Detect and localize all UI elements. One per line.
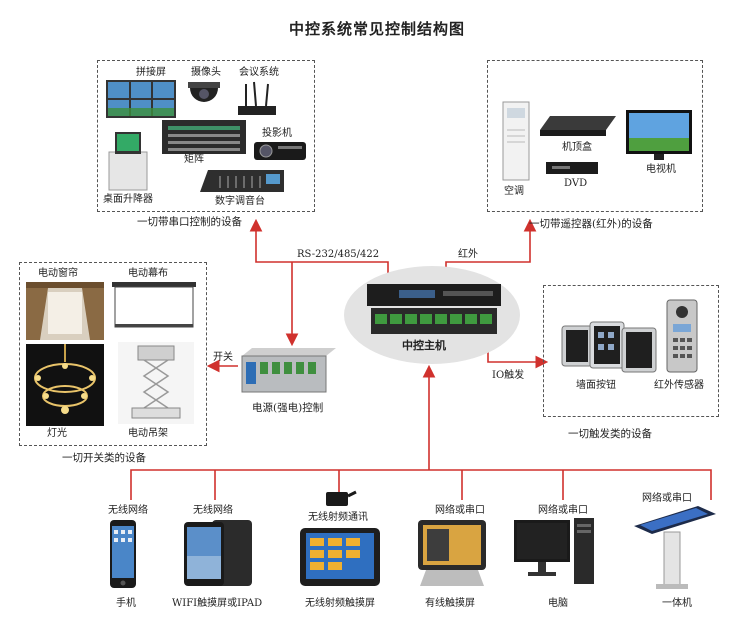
tv-image xyxy=(626,110,692,160)
air-conditioner-image xyxy=(502,101,530,181)
ir-link-label: 红外 xyxy=(458,249,478,260)
label-air-conditioner: 空调 xyxy=(504,186,524,197)
kiosk-image[interactable] xyxy=(634,506,716,590)
wall-button-image xyxy=(561,321,657,373)
label-digital-mixer: 数字调音台 xyxy=(215,196,265,207)
projector-image xyxy=(254,142,306,160)
terminal-6-link: 网络或串口 xyxy=(642,493,692,504)
power-controller-image xyxy=(241,348,336,393)
terminal-5-label: 电脑 xyxy=(548,598,568,609)
ir-group-caption: 一切带遥控器(红外)的设备 xyxy=(529,218,653,230)
video-wall-image xyxy=(106,80,176,118)
electric-screen-image xyxy=(112,282,196,328)
tablet-image[interactable] xyxy=(184,520,254,588)
label-electric-curtain: 电动窗帘 xyxy=(38,268,78,279)
terminal-1-label: 手机 xyxy=(116,598,136,609)
trigger-group-caption: 一切触发类的设备 xyxy=(568,428,652,440)
label-desk-lifter: 桌面升降器 xyxy=(103,194,153,205)
switch-link-label: 开关 xyxy=(213,352,233,363)
rf-receiver-image xyxy=(326,490,357,506)
ir-devices-box xyxy=(487,60,703,212)
terminal-5-link: 网络或串口 xyxy=(538,505,588,516)
label-projector: 投影机 xyxy=(262,128,292,139)
set-top-box-image xyxy=(540,116,616,136)
label-tv: 电视机 xyxy=(646,164,676,175)
label-camera: 摄像头 xyxy=(191,67,221,78)
io-link-label: IO触发 xyxy=(492,370,525,381)
desktop-computer-image[interactable] xyxy=(514,518,596,588)
serial-group-caption: 一切带串口控制的设备 xyxy=(137,216,242,228)
matrix-image xyxy=(162,120,246,154)
trigger-devices-box xyxy=(543,285,719,417)
label-set-top-box: 机顶盒 xyxy=(562,142,592,153)
terminal-2-label: WIFI触摸屏或IPAD xyxy=(172,598,263,609)
phone-image[interactable] xyxy=(110,520,136,588)
conference-system-image xyxy=(238,81,276,115)
label-wall-button: 墙面按钮 xyxy=(576,380,616,391)
label-conference-system: 会议系统 xyxy=(239,67,279,78)
label-matrix: 矩阵 xyxy=(184,154,204,165)
wired-touch-screen-image[interactable] xyxy=(416,520,488,588)
label-video-wall: 拼接屏 xyxy=(136,67,166,78)
rf-touch-screen-image[interactable] xyxy=(300,528,380,586)
diagram-title: 中控系统常见控制结构图 xyxy=(288,20,465,38)
terminal-4-label: 有线触摸屏 xyxy=(425,598,475,609)
terminal-1-link: 无线网络 xyxy=(108,505,148,516)
label-dvd: DVD xyxy=(564,178,588,189)
serial-devices-box xyxy=(97,60,315,212)
label-electric-screen: 电动幕布 xyxy=(128,268,168,279)
power-control-label: 电源(强电)控制 xyxy=(252,402,324,414)
terminal-6-label: 一体机 xyxy=(662,598,692,609)
terminal-3-link: 无线射频通讯 xyxy=(308,512,368,523)
terminal-2-link: 无线网络 xyxy=(193,505,233,516)
controller-label: 中控主机 xyxy=(402,339,446,352)
terminal-3-label: 无线射频触摸屏 xyxy=(305,598,375,609)
dvd-image xyxy=(546,162,598,174)
terminal-4-link: 网络或串口 xyxy=(435,505,485,516)
lighting-image xyxy=(26,344,104,426)
label-lighting: 灯光 xyxy=(47,428,67,439)
switch-devices-box xyxy=(19,262,207,446)
electric-curtain-image xyxy=(26,282,104,340)
switch-group-caption: 一切开关类的设备 xyxy=(62,452,146,464)
electric-hanger-image xyxy=(118,342,194,424)
camera-image xyxy=(188,82,220,102)
label-electric-hanger: 电动吊架 xyxy=(128,428,168,439)
serial-link-label: RS-232/485/422 xyxy=(297,249,380,260)
label-ir-sensor: 红外传感器 xyxy=(654,380,704,391)
desk-lifter-image xyxy=(108,132,148,191)
ir-sensor-image xyxy=(666,299,698,373)
central-controller-image[interactable] xyxy=(367,284,501,336)
digital-mixer-image xyxy=(200,170,284,192)
